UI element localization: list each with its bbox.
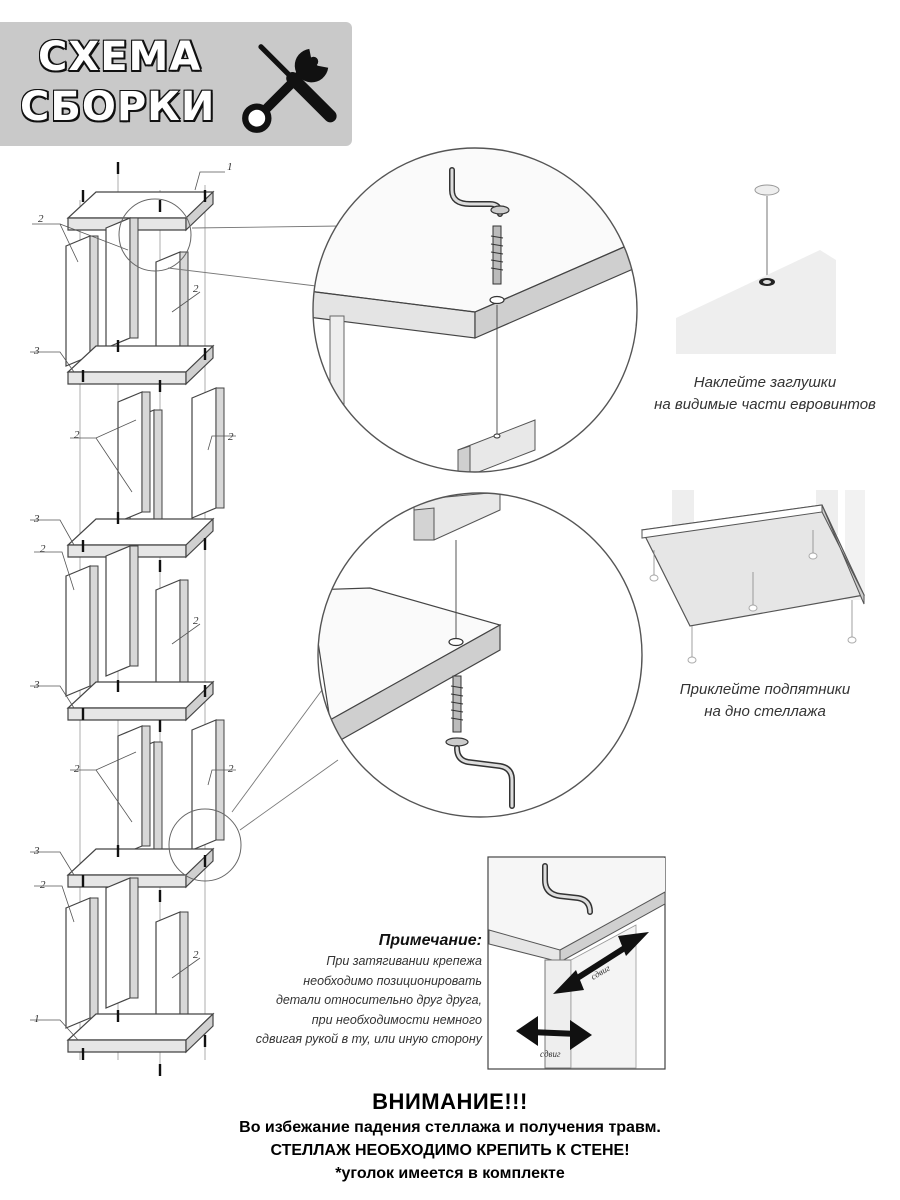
caption-line: Наклейте заглушки	[693, 374, 837, 391]
part-numbers: 1 2 2 3 2 2 3 2 2 3 2 2 3 2 2 1	[33, 161, 234, 1025]
label-panel: 2	[74, 763, 80, 775]
title-line-1: СХЕМА	[37, 33, 202, 81]
note-line: при необходимости немного	[311, 1012, 482, 1027]
warning-title: ВНИМАНИЕ!!!	[372, 1089, 528, 1114]
label-shelf: 3	[33, 513, 40, 525]
note-line: При затягивании крепежа	[326, 954, 482, 968]
note-line: сдвигая рукой в ту, или иную сторону	[255, 1032, 482, 1046]
shift-label-lower: сдвиг	[540, 1049, 561, 1059]
label-panel: 2	[38, 213, 44, 225]
caption-line: на видимые части евровинтов	[654, 396, 876, 413]
label-bottom-shelf: 1	[34, 1013, 40, 1025]
label-top-shelf: 1	[227, 161, 233, 173]
title-line-2: СБОРКИ	[19, 83, 216, 131]
label-shelf: 3	[33, 345, 40, 357]
note-line: необходимо позиционировать	[303, 973, 482, 988]
detail-feet-pads	[641, 490, 865, 664]
warning-line: СТЕЛЛАЖ НЕОБХОДИМО КРЕПИТЬ К СТЕНЕ!	[270, 1142, 630, 1159]
warning-line: *уголок имеется в комплекте	[335, 1165, 565, 1182]
zoom-bottom-connection	[317, 492, 643, 818]
caption-line: на дно стеллажа	[704, 703, 826, 720]
label-shelf: 3	[33, 679, 40, 691]
zoom-top-connection	[312, 147, 638, 473]
note-title: Примечание:	[378, 932, 482, 949]
label-panel: 2	[193, 949, 199, 961]
label-panel: 2	[193, 615, 199, 627]
label-panel: 2	[74, 429, 80, 441]
label-panel: 2	[228, 763, 234, 775]
note-line: детали относительно друг друга,	[275, 993, 482, 1007]
wrench-screwdriver-icon	[242, 44, 337, 133]
label-panel: 2	[40, 879, 46, 891]
warning-line: Во избежание падения стеллажа и получени…	[239, 1119, 661, 1136]
label-panel: 2	[40, 543, 46, 555]
label-panel: 2	[228, 431, 234, 443]
note-block: Примечание: При затягивании крепежа необ…	[220, 930, 482, 1050]
caption-feet-pads: Приклейте подпятники на дно стеллажа	[640, 679, 890, 723]
exploded-tower	[30, 160, 341, 1078]
detail-shift-box: сдвиг сдвиг	[487, 856, 666, 1070]
warning-block: ВНИМАНИЕ!!! Во избежание падения стеллаж…	[0, 1088, 900, 1185]
detail-cap-sticker	[676, 184, 836, 354]
caption-line: Приклейте подпятники	[679, 681, 851, 698]
label-shelf: 3	[33, 845, 40, 857]
caption-cap-stickers: Наклейте заглушки на видимые части евров…	[630, 372, 900, 416]
label-panel: 2	[193, 283, 199, 295]
